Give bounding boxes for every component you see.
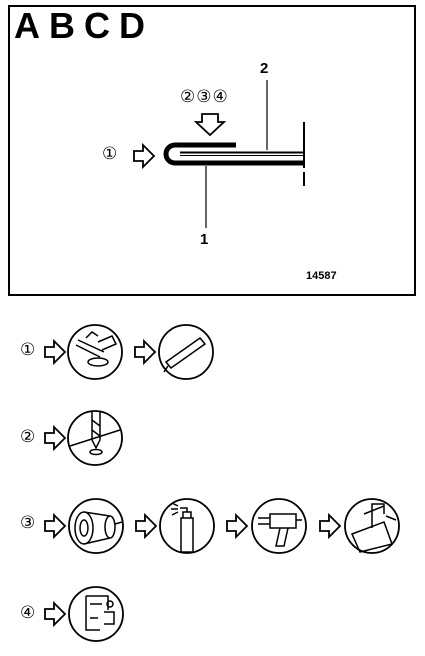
step-4-marker: ④ bbox=[20, 603, 36, 622]
figure-number: 14587 bbox=[306, 270, 337, 282]
step-one-marker: ① bbox=[102, 144, 118, 163]
chisel-icon bbox=[158, 324, 214, 380]
clamp-icon-drawing bbox=[350, 503, 397, 553]
spot-weld-clamp-icon bbox=[68, 586, 124, 642]
step-1-marker: ① bbox=[20, 340, 36, 359]
drill-icon bbox=[67, 410, 123, 466]
step-2-marker: ② bbox=[20, 427, 36, 446]
welding-gun-icon-drawing bbox=[258, 513, 302, 547]
wire-brush-icon-drawing bbox=[74, 511, 123, 545]
part-label-1: 1 bbox=[200, 231, 209, 248]
drill-icon-drawing bbox=[69, 411, 121, 456]
grinder-icon bbox=[67, 324, 123, 380]
part-label-2: 2 bbox=[260, 60, 269, 77]
down-arrow bbox=[193, 113, 227, 137]
chisel-icon-drawing bbox=[163, 336, 207, 373]
diagram-frame bbox=[8, 5, 416, 296]
step-sequence-label: ②③④ bbox=[180, 87, 229, 106]
wire-brush-icon bbox=[68, 498, 124, 554]
spot-weld-clamp-icon-drawing bbox=[85, 595, 115, 631]
welding-gun-icon bbox=[251, 498, 307, 554]
grinder-icon-drawing bbox=[75, 331, 118, 367]
clamp-icon bbox=[344, 498, 400, 554]
panel-cross-section bbox=[133, 80, 305, 228]
spray-can-icon bbox=[159, 498, 215, 554]
diagram-title: ABCD bbox=[14, 5, 154, 46]
spray-can-icon-drawing bbox=[171, 502, 194, 553]
step-3-marker: ③ bbox=[20, 513, 36, 532]
step-one-arrow bbox=[133, 144, 155, 168]
